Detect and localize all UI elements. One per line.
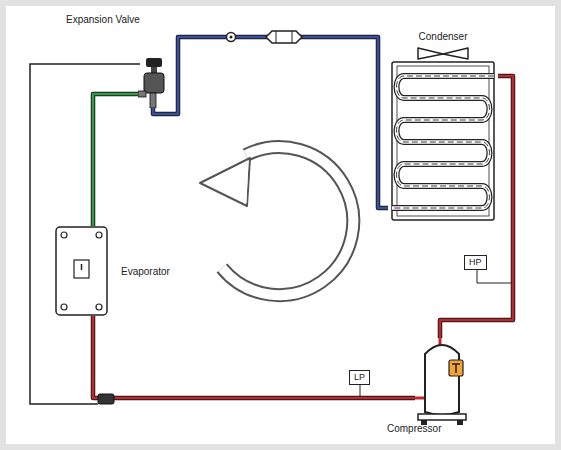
hp-leader [477, 268, 513, 283]
condenser: Condenser [388, 46, 498, 222]
condenser-coil [388, 46, 498, 222]
filter-drier [266, 31, 302, 43]
refrigerant-line [153, 37, 388, 208]
part-label: Compressor [387, 423, 441, 435]
expansion-valve: Expansion Valve [138, 58, 168, 108]
pressure-label: LP [349, 370, 370, 385]
part-label: Expansion Valve [66, 14, 140, 26]
part-label: Evaporator [121, 266, 170, 278]
refrigerant-line [93, 316, 415, 398]
compressor: Compressor [415, 338, 470, 426]
evaporator: Evaporator [55, 226, 108, 316]
part-label: Condenser [419, 31, 468, 43]
pressure-tag: HP [464, 251, 487, 270]
pressure-label: HP [464, 255, 487, 270]
compressor-symbol [415, 338, 470, 426]
pressure-tag: LP [349, 366, 370, 385]
sensing-line [30, 64, 140, 404]
refrigerant-line [93, 94, 138, 226]
sensing-bulb [98, 394, 114, 404]
valve-symbol [138, 58, 168, 108]
cycle-arrow [200, 147, 353, 295]
sight-glass [227, 33, 236, 42]
evaporator-box [55, 226, 108, 316]
panel [6, 6, 555, 444]
